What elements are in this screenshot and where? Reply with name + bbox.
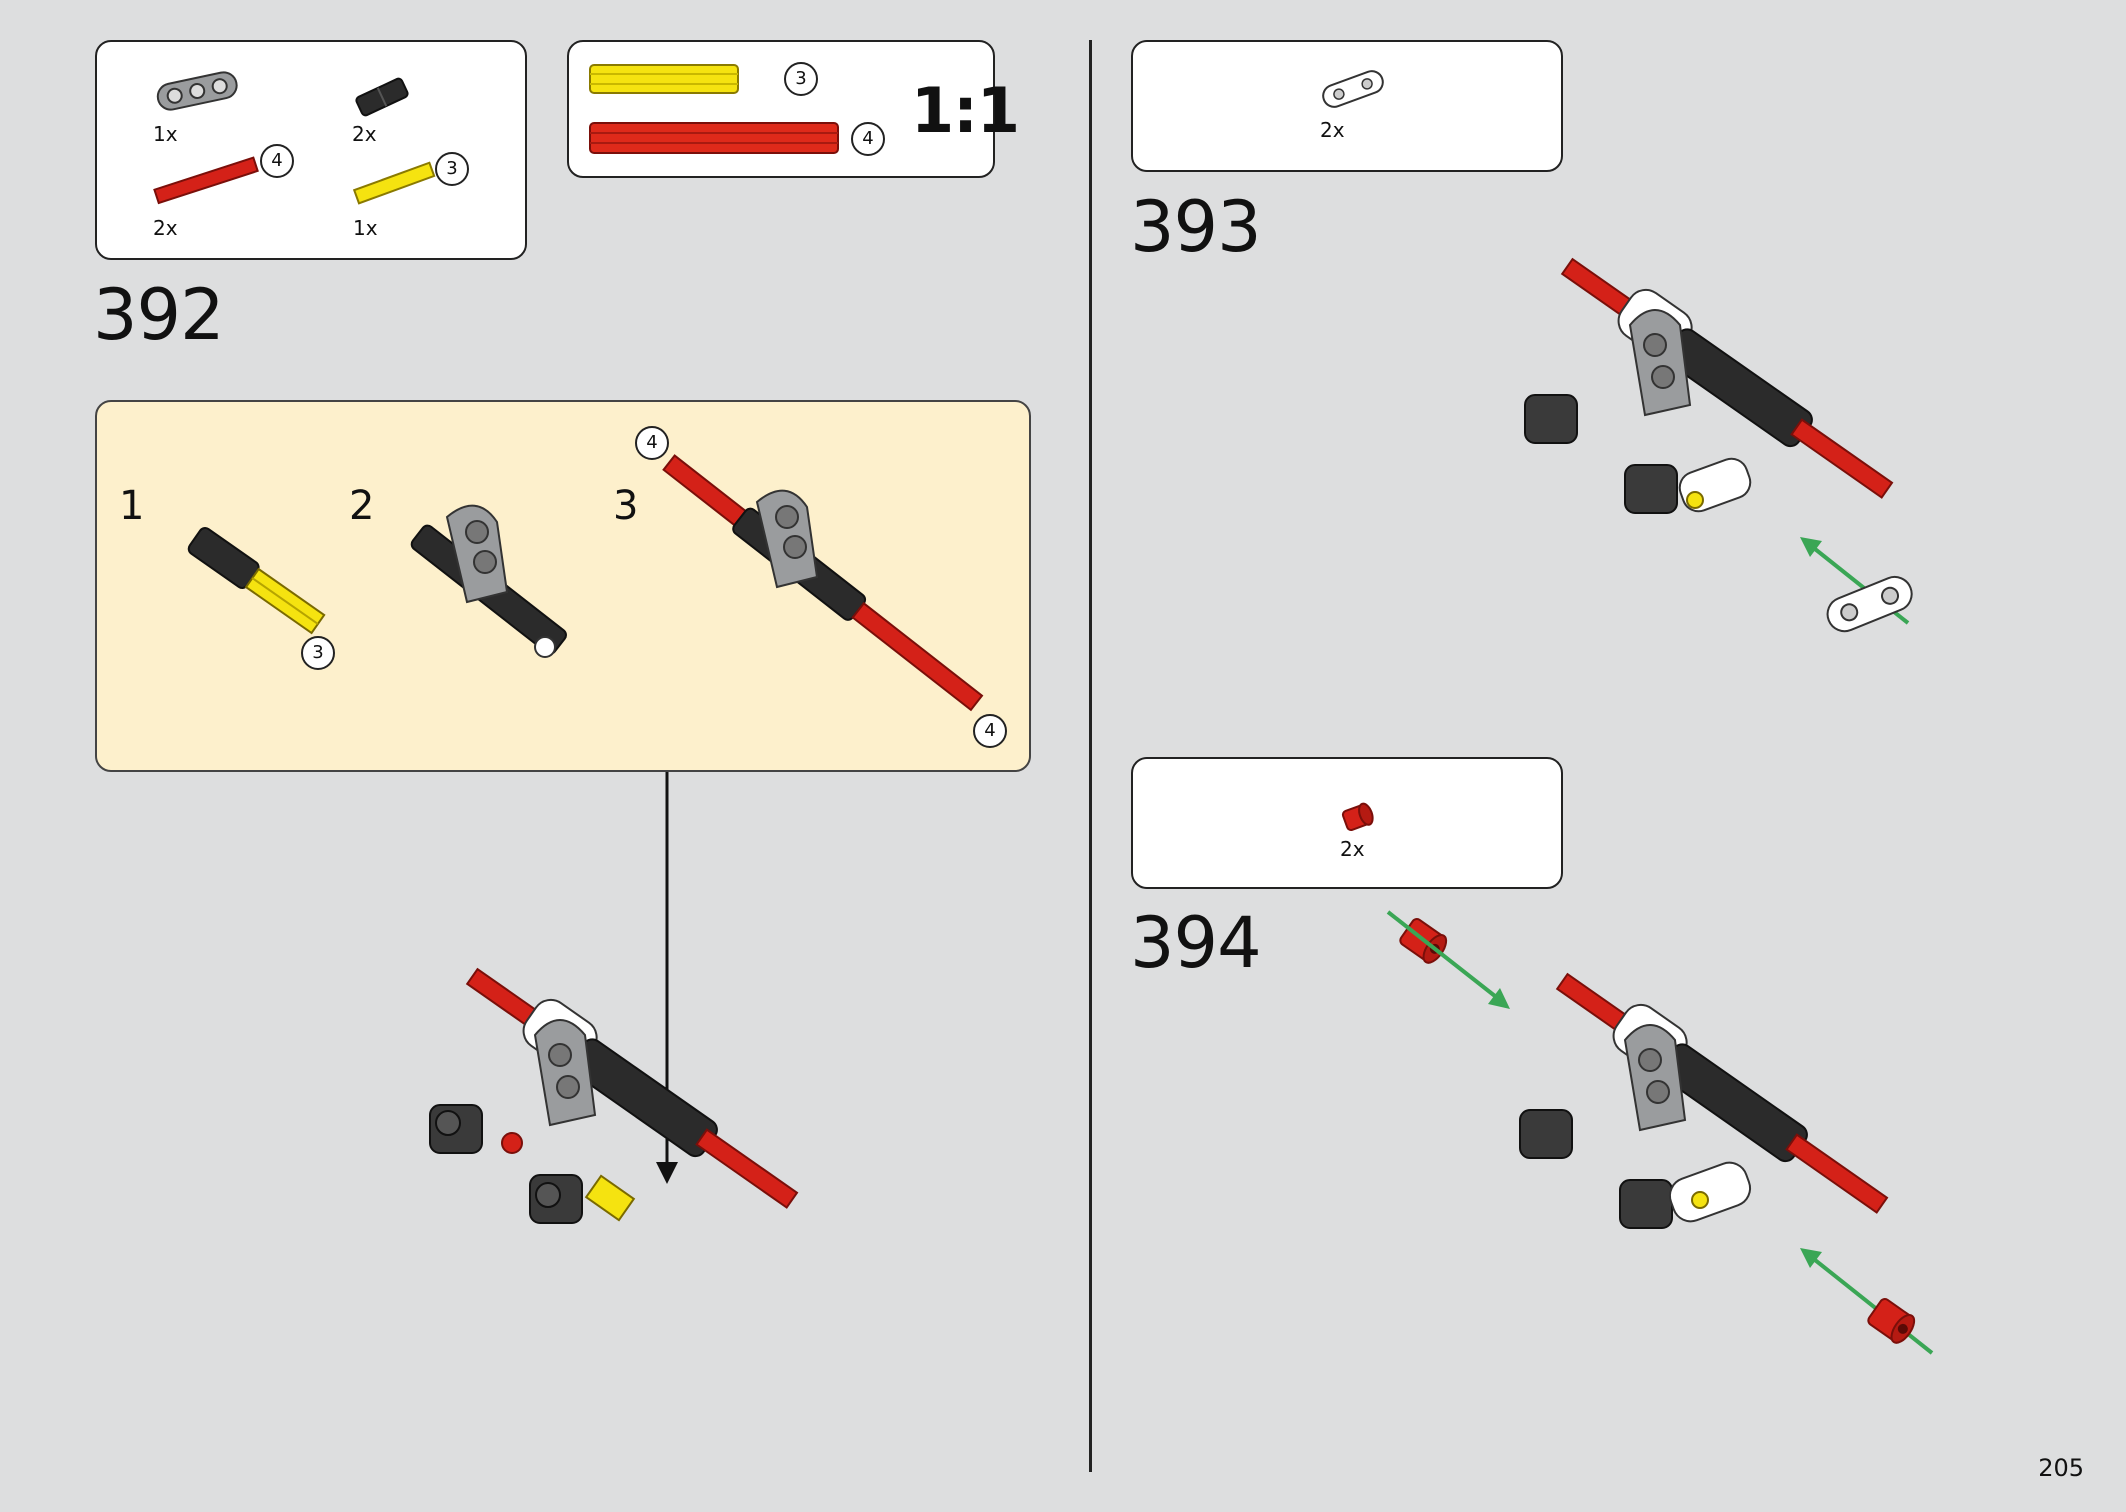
parts-list-392: 1x 2x 4 2x 3 1x	[95, 40, 527, 260]
step-number-394: 394	[1130, 902, 1262, 984]
substep-3-badge-bottom: 4	[973, 714, 1007, 748]
substep-1-badge: 3	[301, 636, 335, 670]
scale-ruler-panel: 3 4 1:1	[567, 40, 1020, 178]
red-axle-ruler	[589, 122, 839, 154]
page-divider	[1089, 40, 1092, 1472]
white-beam-icon	[1322, 70, 1384, 108]
qty-gray-beam: 1x	[153, 122, 178, 146]
length-badge-yellow: 3	[435, 152, 469, 186]
red-bush-icon	[1341, 802, 1374, 831]
page-number: 205	[2038, 1454, 2084, 1482]
step-394-bottom-arrow	[1800, 1248, 1934, 1355]
substep-2-illustration	[410, 504, 567, 658]
ruler-length-4: 4	[851, 122, 885, 156]
parts-list-394: 2x	[1131, 757, 1563, 889]
gray-beam-icon	[156, 71, 238, 111]
length-badge-red: 4	[260, 144, 294, 178]
substep-number-3: 3	[613, 483, 639, 529]
step-394-model	[1519, 972, 1889, 1229]
substep-1-illustration	[187, 526, 326, 635]
qty-black-connector: 2x	[352, 122, 377, 146]
subassembly-callout: 1 3 2 3 4 4	[95, 400, 1031, 772]
yellow-axle-icon	[352, 161, 436, 205]
red-axle-icon	[153, 156, 259, 205]
substep-3-badge-top: 4	[635, 426, 669, 460]
qty-yellow-axle: 1x	[353, 216, 378, 240]
yellow-axle-ruler	[589, 64, 739, 94]
step-393-white-beam	[1826, 575, 1913, 633]
qty-white-beam: 2x	[1320, 118, 1345, 142]
step-393-model	[1524, 257, 1894, 514]
step-number-392: 392	[93, 274, 225, 356]
step-394-bottom-bush	[1867, 1298, 1916, 1344]
substep-number-2: 2	[349, 483, 375, 529]
black-connector-icon	[355, 77, 409, 117]
parts-list-393: 2x	[1131, 40, 1563, 172]
step-number-393: 393	[1130, 186, 1262, 268]
qty-red-axle: 2x	[153, 216, 178, 240]
ruler-length-3: 3	[784, 62, 818, 96]
qty-red-bush: 2x	[1340, 837, 1365, 861]
substep-3-illustration	[662, 454, 984, 712]
step-394-top-arrow	[1386, 910, 1510, 1009]
step-392-model	[429, 967, 799, 1224]
substep-number-1: 1	[119, 483, 145, 529]
scale-label: 1:1	[911, 74, 1020, 147]
